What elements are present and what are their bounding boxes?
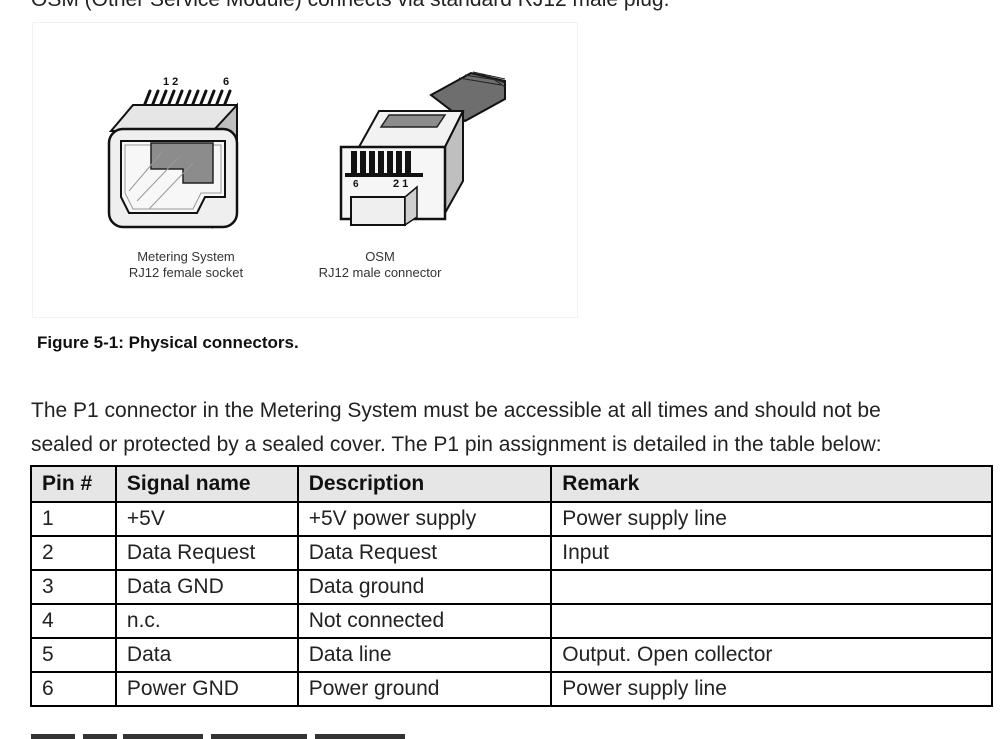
table-row: 3 Data GND Data ground: [30, 569, 993, 605]
plug-caption-line2: RJ12 male connector: [318, 265, 442, 280]
cell-pin: 3: [30, 569, 117, 605]
paragraph-line1: The P1 connector in the Metering System …: [31, 399, 881, 422]
cell-remark: Input: [550, 535, 993, 571]
plug-caption-line1: OSM: [365, 249, 395, 264]
pin-assignment-table: Pin # Signal name Description Remark 1 +…: [30, 465, 993, 707]
cell-description: Data line: [296, 637, 553, 673]
table-header-row: Pin # Signal name Description Remark: [30, 465, 993, 503]
cell-pin: 2: [30, 535, 117, 571]
table-row: 2 Data Request Data Request Input: [30, 535, 993, 571]
cell-description: Not connected: [296, 603, 553, 639]
rj12-socket-drawing: 1 2 6: [107, 76, 239, 229]
figure-caption: Figure 5-1: Physical connectors.: [37, 333, 299, 352]
header-remark: Remark: [550, 465, 993, 503]
table-row: 1 +5V +5V power supply Power supply line: [30, 501, 993, 537]
table-row: 6 Power GND Power ground Power supply li…: [30, 671, 993, 707]
cell-signal-name: Data: [114, 637, 299, 673]
cell-remark: Power supply line: [550, 671, 993, 707]
cell-pin: 6: [30, 671, 117, 707]
cell-remark: [550, 569, 993, 605]
cell-description: Data ground: [296, 569, 553, 605]
cell-remark: Output. Open collector: [550, 637, 993, 673]
cell-signal-name: +5V: [114, 501, 299, 537]
cell-pin: 1: [30, 501, 117, 537]
cell-remark: [550, 603, 993, 639]
cell-signal-name: Power GND: [114, 671, 299, 707]
table-row: 4 n.c. Not connected: [30, 603, 993, 639]
rj12-plug-drawing: 6 2 1: [339, 71, 506, 227]
cell-signal-name: Data Request: [114, 535, 299, 571]
plug-caption: OSM RJ12 male connector: [280, 249, 480, 281]
socket-caption-line2: RJ12 female socket: [128, 265, 244, 280]
socket-caption-line1: Metering System: [137, 249, 235, 264]
connector-figure: 1 2 6: [32, 22, 578, 318]
socket-caption: Metering System RJ12 female socket: [86, 249, 286, 281]
header-description: Description: [296, 465, 553, 503]
socket-pin-label-right: 6: [223, 76, 229, 88]
plug-pin-label-right: 2 1: [393, 178, 408, 190]
intro-text: OSM (Other Service Module) connects via …: [31, 0, 669, 12]
cell-description: Power ground: [296, 671, 553, 707]
cell-description: +5V power supply: [296, 501, 553, 537]
table-row: 5 Data Data line Output. Open collector: [30, 637, 993, 673]
cell-signal-name: Data GND: [114, 569, 299, 605]
body-paragraph: The P1 connector in the Metering System …: [31, 394, 981, 462]
cell-pin: 4: [30, 603, 117, 639]
cell-signal-name: n.c.: [114, 603, 299, 639]
socket-pin-label-left: 1 2: [163, 76, 178, 88]
connector-illustration: 1 2 6: [107, 71, 506, 229]
cell-pin: 5: [30, 637, 117, 673]
header-signal-name: Signal name: [114, 465, 299, 503]
plug-pin-label-left: 6: [353, 179, 359, 190]
cell-description: Data Request: [296, 535, 553, 571]
table-caption-cropped: [31, 731, 451, 739]
paragraph-line2: sealed or protected by a sealed cover. T…: [31, 433, 882, 456]
header-pin: Pin #: [30, 465, 117, 503]
cell-remark: Power supply line: [550, 501, 993, 537]
